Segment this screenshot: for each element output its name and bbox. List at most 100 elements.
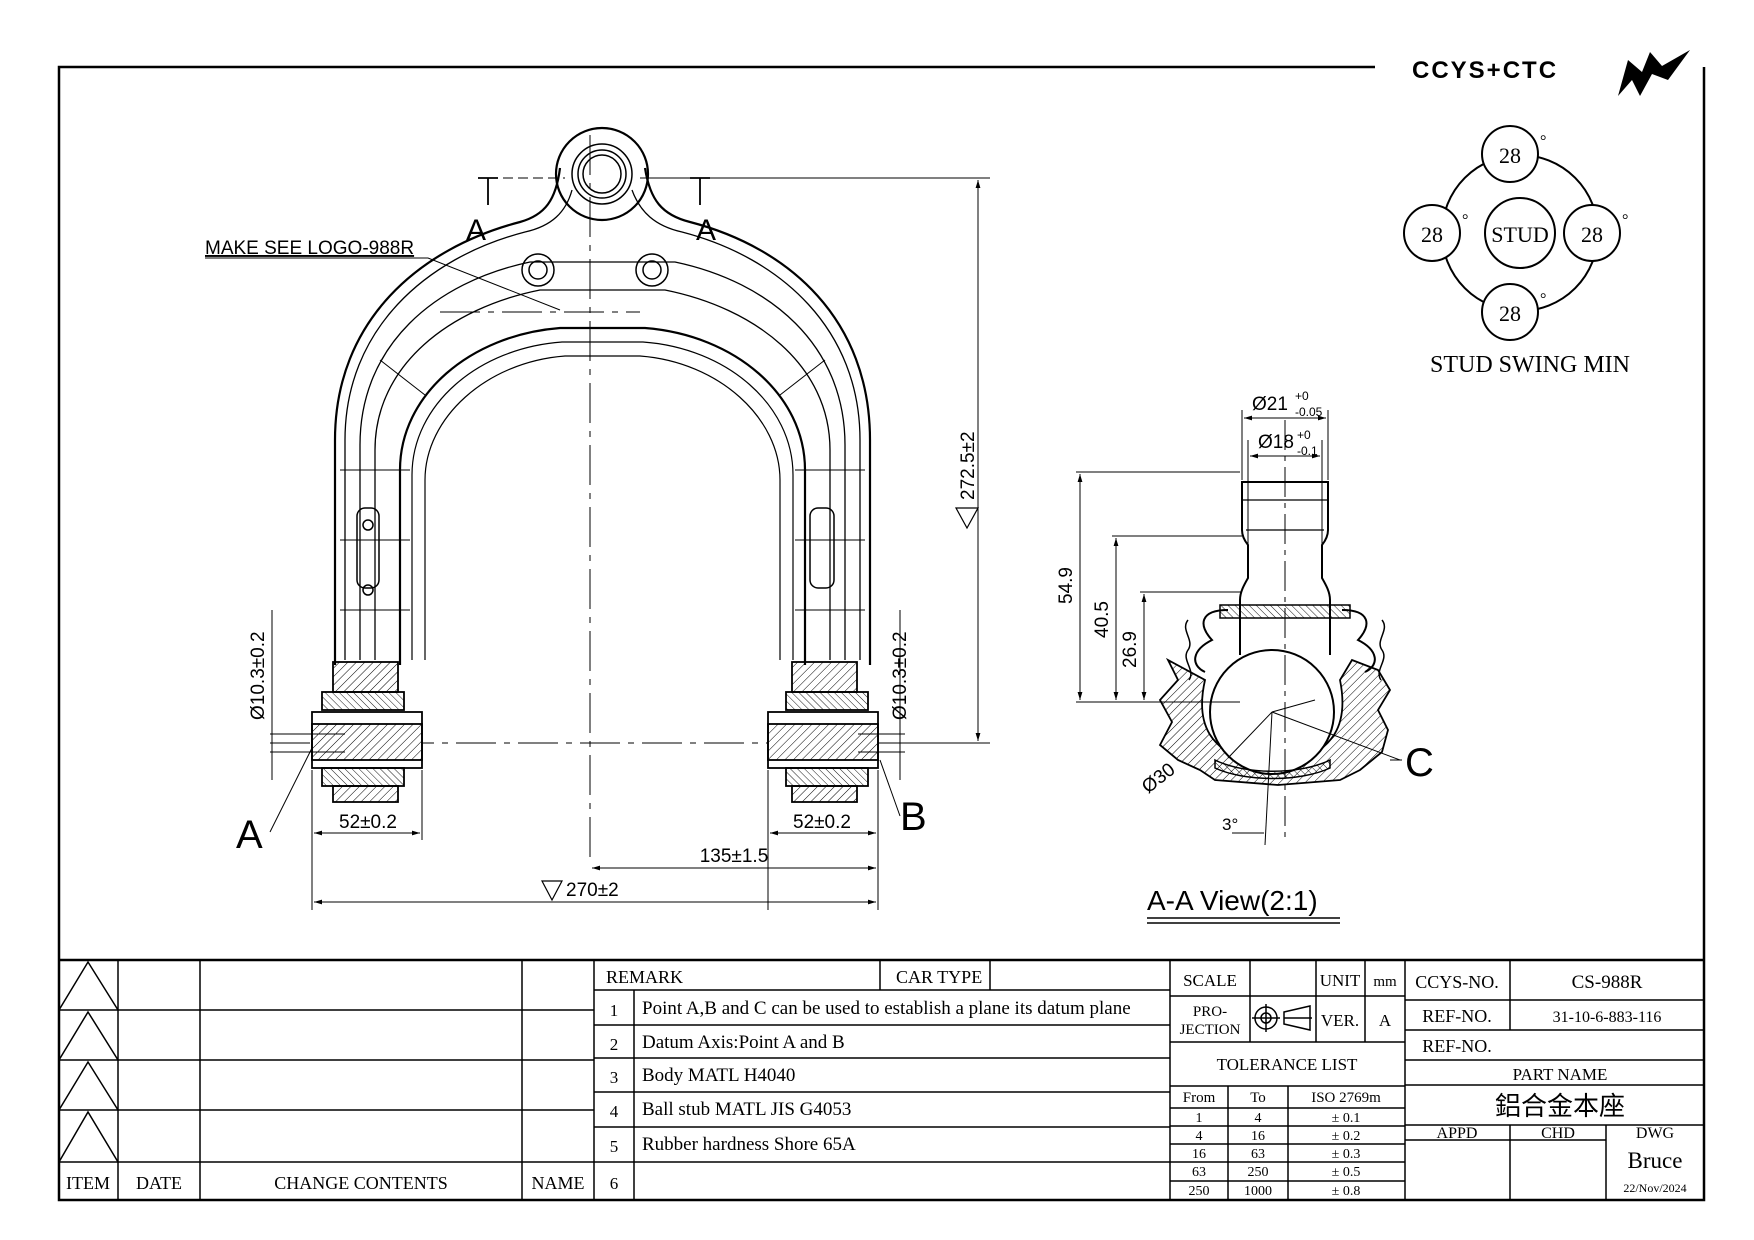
arm-outer-contour — [333, 167, 872, 665]
dim-outer-dia-tol-lower: -0.05 — [1295, 405, 1323, 419]
dim-bore-right: Ø10.3±0.2 — [890, 631, 911, 720]
swoosh-logo-icon — [1618, 50, 1690, 96]
swing-bottom-degree: ° — [1540, 291, 1546, 308]
swing-top-circle — [1481, 125, 1539, 183]
arm-ribs — [340, 359, 865, 611]
dim-ball-dia: Ø30 — [1138, 759, 1179, 798]
tolerance-header-from: From — [1183, 1090, 1216, 1106]
scale-label: SCALE — [1183, 971, 1237, 990]
car-type-label: CAR TYPE — [896, 967, 982, 987]
chd-label: CHD — [1541, 1125, 1575, 1142]
point-a-label: A — [236, 813, 263, 857]
arm-slots — [356, 507, 835, 596]
remark-num-6: 6 — [610, 1174, 619, 1193]
tolerance-to-4: 250 — [1248, 1165, 1269, 1180]
tolerance-value-5: ± 0.8 — [1332, 1184, 1361, 1199]
dwg-label: DWG — [1636, 1125, 1675, 1142]
arm-contour-3 — [359, 261, 846, 660]
ball-joint-eye — [554, 126, 650, 222]
part-name-value: 鋁合金本座 — [1495, 1092, 1625, 1121]
arm-contour-4 — [374, 289, 831, 660]
drawing-date: 22/Nov/2024 — [1623, 1181, 1686, 1195]
stud-label: STUD — [1491, 222, 1548, 247]
remark-num-2: 2 — [610, 1035, 619, 1054]
part-name-label: PART NAME — [1513, 1065, 1608, 1084]
projection-symbol-icon — [1252, 1004, 1312, 1032]
tolerance-value-3: ± 0.3 — [1332, 1147, 1361, 1162]
ball-seat — [1214, 758, 1331, 780]
tolerance-value-4: ± 0.5 — [1332, 1165, 1361, 1180]
section-dimensions — [1076, 410, 1402, 834]
left-bushing — [311, 661, 423, 803]
rev-header-item: ITEM — [66, 1173, 110, 1193]
swing-left-value: 28 — [1421, 222, 1443, 247]
logo-note-leader — [205, 257, 561, 311]
remark-num-5: 5 — [610, 1137, 619, 1156]
tolerance-from-4: 63 — [1192, 1165, 1206, 1180]
title-block-grid — [59, 960, 1704, 1200]
projection-label-2: JECTION — [1180, 1022, 1241, 1038]
remark-label: REMARK — [606, 967, 683, 987]
drawer-name: Bruce — [1628, 1148, 1683, 1173]
dim-half-span: 135±1.5 — [700, 846, 769, 867]
tolerance-from-2: 4 — [1196, 1129, 1203, 1144]
arm-contour-2 — [344, 189, 861, 660]
remark-text-2: Datum Axis:Point A and B — [642, 1032, 845, 1053]
tolerance-value-2: ± 0.2 — [1332, 1129, 1361, 1144]
point-b-label: B — [900, 795, 927, 839]
ball-center-leader — [1271, 699, 1316, 713]
ccys-no-value: CS-988R — [1572, 972, 1643, 993]
tolerance-from-3: 16 — [1192, 1147, 1206, 1162]
housing-section — [1158, 657, 1392, 786]
ref-no2-label: REF-NO. — [1422, 1036, 1492, 1056]
drawing-frame — [57, 65, 1706, 1202]
right-bushing — [767, 661, 879, 803]
tolerance-to-5: 1000 — [1244, 1184, 1272, 1199]
swing-top-degree: ° — [1540, 133, 1546, 150]
logo-note: MAKE SEE LOGO-988R — [205, 238, 414, 259]
remark-text-3: Body MATL H4040 — [642, 1065, 795, 1086]
arm-inner-contour — [398, 326, 807, 665]
revision-triangle-2-icon — [58, 1010, 119, 1061]
ref-no-label: REF-NO. — [1422, 1006, 1492, 1026]
tolerance-from-5: 250 — [1189, 1184, 1210, 1199]
arm-inner-contour-3 — [424, 355, 781, 660]
revision-triangles — [58, 960, 119, 1163]
remark-text-4: Ball stub MATL JIS G4053 — [642, 1099, 851, 1120]
arm-bolt-holes — [521, 253, 669, 287]
swing-bottom-circle — [1481, 283, 1539, 341]
dim-height: 272.5±2 — [958, 431, 979, 500]
swing-right-circle — [1563, 204, 1621, 262]
tolerance-header-std: ISO 2769m — [1311, 1090, 1381, 1106]
swing-left-degree: ° — [1462, 212, 1468, 229]
rev-header-name: NAME — [532, 1173, 585, 1193]
dim-bush-left: 52±0.2 — [339, 812, 397, 833]
swing-bottom-value: 28 — [1499, 301, 1521, 326]
projection-label-1: PRO- — [1193, 1004, 1227, 1020]
tolerance-header-to: To — [1250, 1090, 1266, 1106]
stud-swing-title: STUD SWING MIN — [1430, 352, 1630, 378]
control-arm-view — [205, 126, 990, 910]
revision-triangle-4-icon — [58, 1110, 119, 1163]
dim-inner-dia: Ø18 — [1258, 432, 1294, 453]
unit-value: mm — [1373, 974, 1397, 990]
rev-header-change: CHANGE CONTENTS — [274, 1173, 448, 1193]
remark-num-4: 4 — [610, 1102, 619, 1121]
section-view-title: A-A View(2:1) — [1147, 885, 1318, 916]
arm-inner-contour-2 — [411, 341, 794, 660]
section-view-aa — [1076, 410, 1402, 846]
point-c-label: C — [1405, 741, 1434, 785]
remark-text-1: Point A,B and C can be used to establish… — [642, 998, 1131, 1019]
dim-outer-dia: Ø21 — [1252, 394, 1288, 415]
swing-left-circle — [1403, 204, 1461, 262]
brand-logo: CCYS+CTC — [1412, 50, 1690, 96]
rubber-boot — [1194, 609, 1376, 673]
ref-no-value: 31-10-6-883-116 — [1553, 1009, 1662, 1026]
stud-swing-diagram — [1403, 125, 1621, 341]
tolerance-from-1: 1 — [1196, 1111, 1203, 1126]
ver-label: VER. — [1321, 1011, 1359, 1030]
tolerance-to-2: 16 — [1251, 1129, 1265, 1144]
boot-clip-right — [1378, 619, 1386, 681]
tolerance-title: TOLERANCE LIST — [1217, 1055, 1358, 1074]
